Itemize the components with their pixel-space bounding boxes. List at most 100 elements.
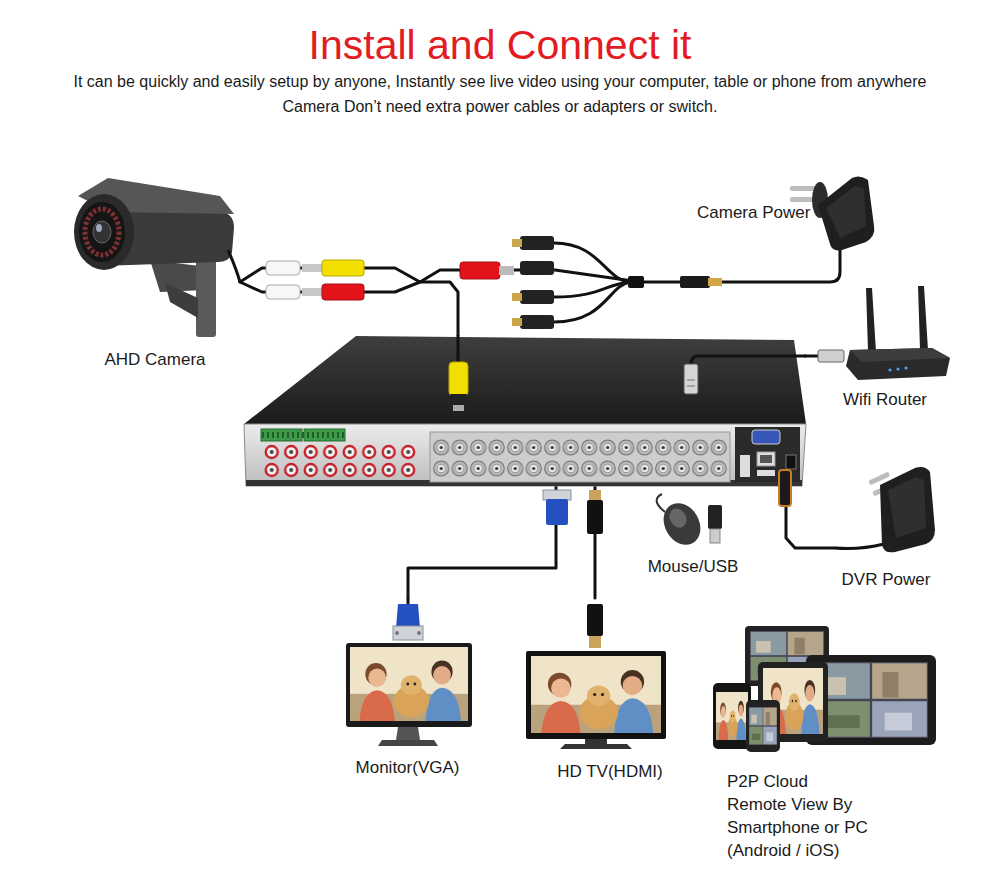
vga-cable	[393, 490, 571, 640]
ahd-camera-illustration	[74, 194, 134, 270]
hdmi-cable	[587, 604, 603, 636]
video-plug	[457, 335, 460, 364]
dvr-power-plug	[779, 470, 884, 549]
wifi-router-illustration	[850, 348, 950, 362]
camera-power-adapter	[826, 186, 866, 238]
dvr-power-plug	[779, 470, 791, 506]
device-node: P2P Cloud Remote View By Smartphone or P…	[710, 622, 940, 862]
device-label: Monitor(VGA)	[340, 758, 475, 778]
power-splitter	[554, 282, 630, 322]
mobile-devices-illustration	[716, 692, 748, 740]
tv-illustration	[526, 651, 666, 749]
mobile-devices-illustration	[746, 700, 780, 752]
power-splitter	[722, 242, 840, 282]
vga-cable	[407, 598, 410, 604]
device-node	[245, 335, 805, 485]
device-node: Monitor(VGA)	[340, 598, 475, 780]
video-plug	[453, 405, 464, 411]
network-plug	[687, 386, 695, 387]
dvr-recorder	[244, 336, 806, 424]
hdmi-cable	[589, 490, 601, 500]
rca-connectors	[266, 260, 514, 300]
power-splitter	[628, 276, 644, 288]
video-plug	[450, 394, 467, 406]
mobile-devices-illustration	[749, 707, 777, 745]
mouse-usb-illustration	[656, 494, 722, 552]
power-splitter	[520, 290, 554, 304]
wifi-router-illustration	[896, 367, 899, 370]
ahd-camera-illustration	[96, 224, 102, 232]
device-label: Camera Power	[697, 203, 867, 223]
hdmi-cable	[589, 636, 601, 648]
ahd-camera-illustration	[196, 255, 216, 337]
network-plug	[684, 364, 698, 394]
title: Install and Connect it	[0, 22, 1000, 68]
power-splitter	[708, 278, 722, 286]
dvr-recorder	[244, 424, 806, 486]
wifi-router-illustration	[904, 366, 907, 369]
monitor-illustration	[346, 643, 472, 746]
vga-cable	[395, 631, 399, 635]
vga-cable	[543, 490, 571, 500]
mobile-devices-illustration	[713, 683, 751, 749]
monitor-illustration	[350, 647, 468, 721]
cable	[408, 485, 556, 598]
dvr-power-plug	[835, 544, 884, 549]
mouse-usb-illustration	[656, 496, 707, 551]
video-plug	[449, 335, 468, 411]
dvr-recorder	[757, 452, 775, 466]
tv-illustration	[531, 656, 661, 733]
rca-connectors	[460, 262, 500, 279]
wifi-router-illustration	[846, 348, 950, 380]
mouse-usb-illustration	[708, 505, 722, 529]
mouse-usb-illustration	[710, 529, 720, 543]
rca-connectors	[322, 260, 364, 276]
dvr-recorder	[244, 336, 806, 486]
tv-illustration	[585, 739, 607, 744]
rca-connectors	[302, 264, 324, 272]
vga-cable	[393, 626, 423, 640]
cable	[786, 485, 835, 548]
device-label: Mouse/USB	[640, 557, 746, 577]
device-node: DVR Power	[835, 465, 937, 590]
hdmi-cable	[587, 500, 603, 534]
device-node: Camera Power	[690, 180, 875, 290]
network-plug	[684, 356, 806, 394]
device-label: Wifi Router	[826, 390, 944, 410]
dvr-power-adapter	[880, 467, 935, 552]
ahd-camera-illustration	[79, 202, 125, 262]
mobile-devices-illustration	[814, 662, 928, 738]
monitor-illustration	[396, 727, 420, 740]
wifi-router-illustration	[818, 350, 844, 362]
dvr-recorder	[786, 455, 796, 469]
power-splitter	[520, 315, 554, 329]
mouse-usb-illustration	[657, 494, 665, 512]
subtitle-line: It can be quickly and easily setup by an…	[0, 72, 1000, 92]
power-splitter	[512, 239, 522, 247]
ahd-camera-illustration	[165, 283, 198, 318]
ahd-camera-illustration	[93, 221, 111, 243]
device-label: AHD Camera	[70, 350, 240, 370]
rca-connectors	[499, 266, 514, 275]
power-splitter	[512, 318, 522, 326]
power-splitter	[512, 236, 840, 329]
power-splitter	[520, 236, 554, 250]
tv-illustration	[526, 651, 666, 739]
power-splitter	[512, 293, 522, 301]
dvr-recorder	[262, 432, 344, 438]
rca-connectors	[302, 288, 324, 296]
wifi-router-illustration	[818, 286, 950, 380]
dvr-power-adapter	[888, 477, 926, 538]
device-label: HD TV(HDMI)	[525, 762, 695, 782]
dvr-recorder	[757, 470, 775, 476]
rca-connectors	[322, 284, 364, 300]
rca-connectors	[266, 261, 300, 275]
wifi-router-illustration	[888, 368, 891, 371]
hdmi-cable	[587, 490, 603, 648]
vga-cable	[417, 631, 421, 635]
ahd-camera-illustration	[85, 209, 119, 255]
vga-cable	[546, 499, 568, 525]
wifi-router-illustration	[918, 286, 928, 350]
video-plug	[449, 362, 468, 396]
